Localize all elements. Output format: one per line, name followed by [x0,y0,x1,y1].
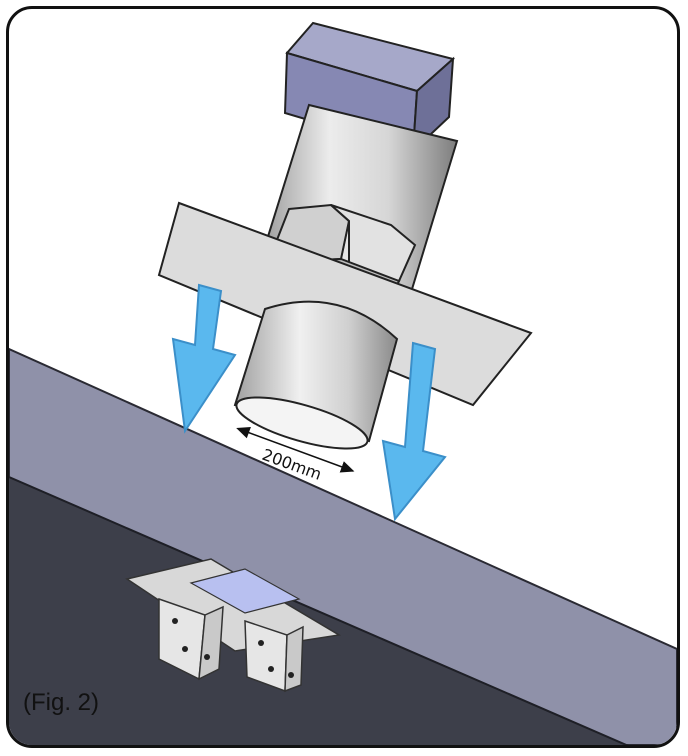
flange-plate-face [157,201,533,407]
figure-frame: 200mm (Fig. 2) [6,6,680,748]
down-arrow-left [171,283,237,434]
roof-opening-bracket [125,558,342,693]
flange-plate [157,201,533,407]
down-arrow-right [381,341,447,522]
figure-caption: (Fig. 2) [23,689,100,716]
opening-slot [189,568,301,614]
dimension-arrow [236,426,355,473]
bracket-right-side [284,625,304,693]
bracket-left-side [198,605,224,681]
roof-beam-face [9,477,677,745]
ventilation-diagram: 200mm [9,21,677,745]
